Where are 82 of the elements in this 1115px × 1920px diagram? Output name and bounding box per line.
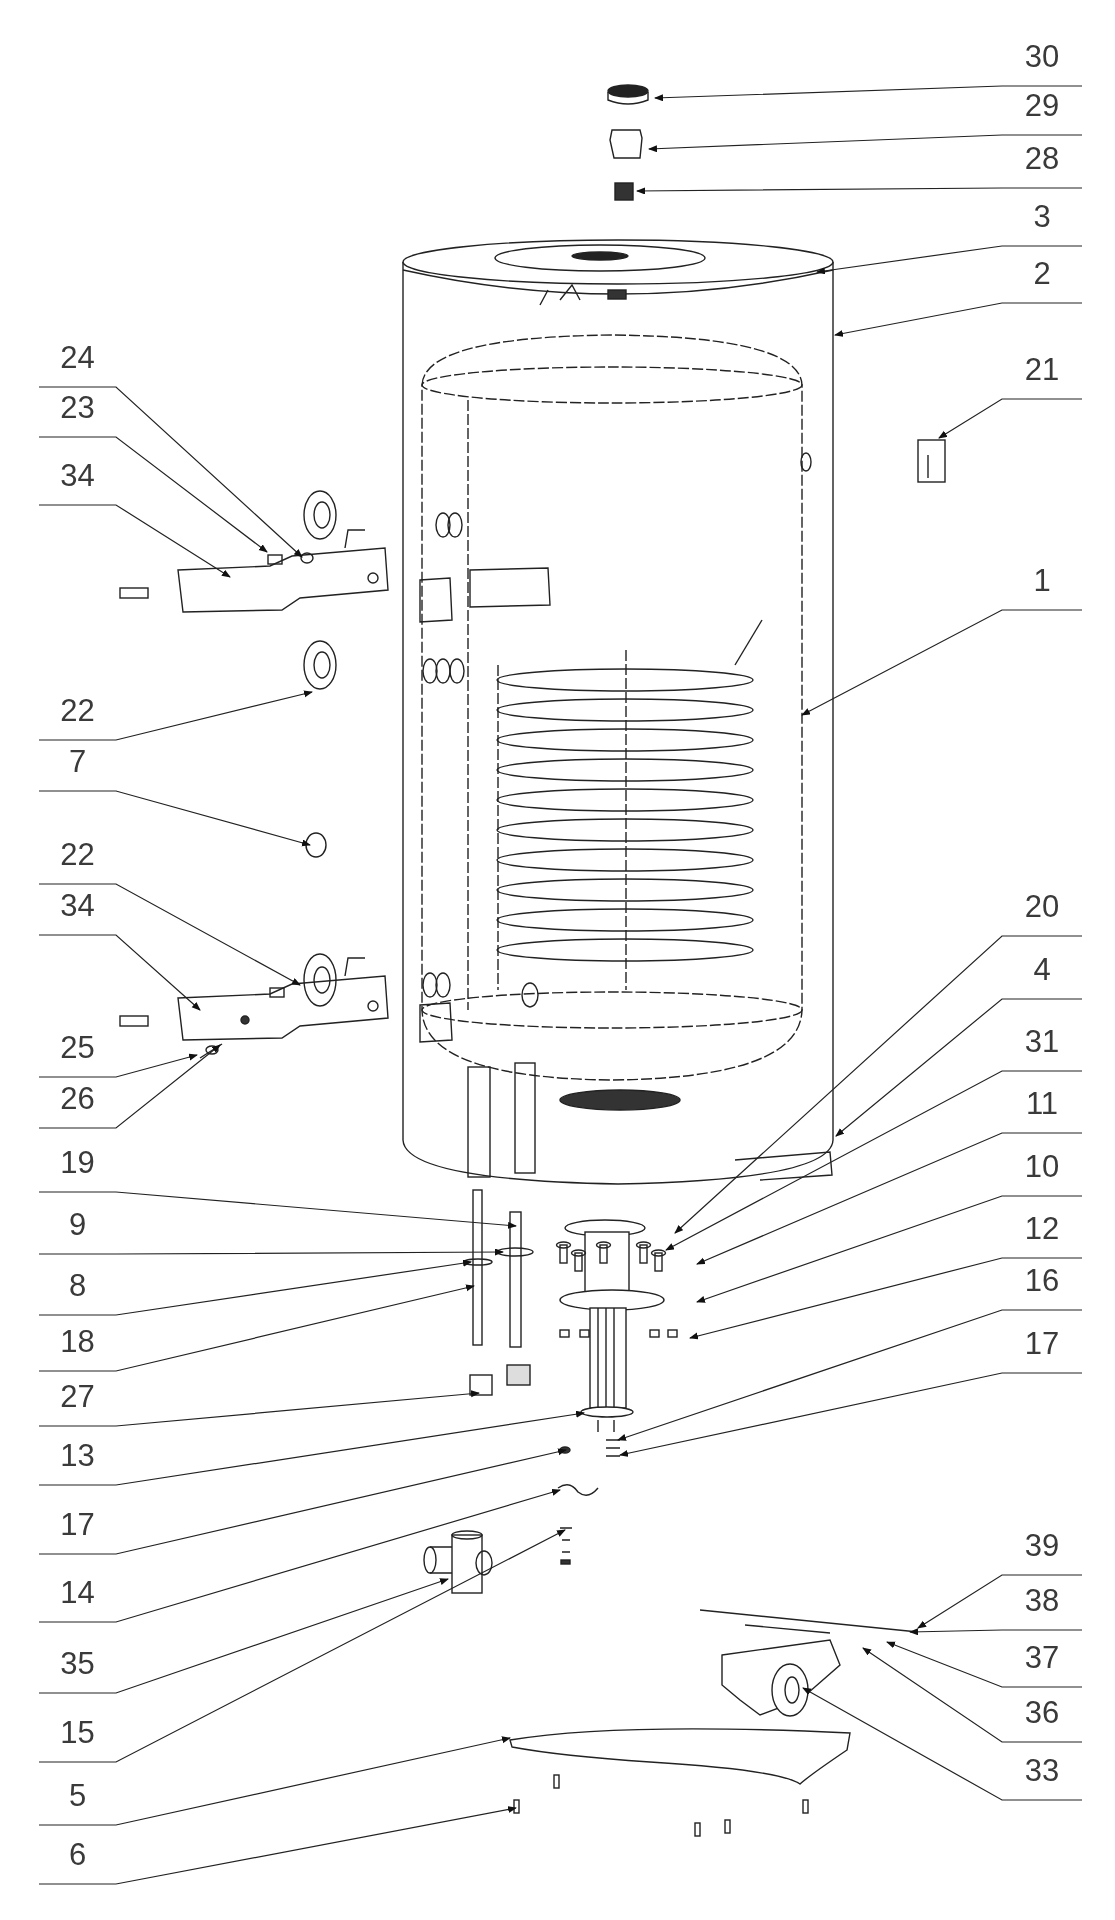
callout-number: 30 <box>1002 40 1082 86</box>
callout-number: 25 <box>39 1031 116 1077</box>
callout-number: 15 <box>39 1716 116 1762</box>
callout-number: 21 <box>1002 353 1082 399</box>
leader-line <box>38 1053 198 1078</box>
callout-number: 37 <box>1002 1641 1082 1687</box>
callout-number: 26 <box>39 1082 116 1128</box>
callout-number: 16 <box>1002 1264 1082 1310</box>
leader-line <box>665 1070 1083 1251</box>
callout-number: 17 <box>39 1508 116 1554</box>
leader-line <box>696 1195 1083 1303</box>
leader-line <box>674 935 1083 1234</box>
leader-line <box>38 1390 480 1427</box>
callout-number: 29 <box>1002 89 1082 135</box>
leader-line <box>38 436 268 553</box>
callout-number: 4 <box>1002 953 1082 999</box>
leader-line <box>909 1628 1083 1636</box>
callout-number: 20 <box>1002 890 1082 936</box>
callout-number: 23 <box>39 391 116 437</box>
leader-line <box>862 1647 1083 1743</box>
callout-number: 27 <box>39 1380 116 1426</box>
callout-number: 24 <box>39 341 116 387</box>
leader-line <box>38 1736 511 1826</box>
leader-line <box>38 1488 561 1623</box>
callout-number: 1 <box>1002 564 1082 610</box>
leader-line <box>886 1641 1083 1688</box>
callout-number: 6 <box>39 1838 116 1884</box>
callout-number: 36 <box>1002 1696 1082 1742</box>
callout-number: 39 <box>1002 1529 1082 1575</box>
callout-number: 33 <box>1002 1754 1082 1800</box>
callout-number: 31 <box>1002 1025 1082 1071</box>
callout-number: 9 <box>39 1208 116 1254</box>
leader-line <box>654 85 1083 102</box>
leader-line <box>816 245 1083 275</box>
leader-line <box>38 1044 221 1129</box>
callout-number: 22 <box>39 838 116 884</box>
callout-number: 2 <box>1002 257 1082 303</box>
leader-line <box>617 1309 1083 1441</box>
callout-number: 34 <box>39 889 116 935</box>
callout-number: 7 <box>39 745 116 791</box>
leader-line <box>38 1578 449 1694</box>
callout-number: 5 <box>39 1779 116 1825</box>
leader-line <box>38 790 311 847</box>
leader-line <box>38 1191 517 1229</box>
leader-line <box>917 1574 1083 1629</box>
callout-number: 11 <box>1002 1087 1082 1133</box>
leader-line <box>38 1259 472 1316</box>
leader-line <box>636 187 1083 195</box>
callout-number: 38 <box>1002 1584 1082 1630</box>
leader-line <box>835 998 1083 1137</box>
callout-number: 8 <box>39 1269 116 1315</box>
callout-number: 19 <box>39 1146 116 1192</box>
leader-line <box>801 609 1083 716</box>
leader-line <box>38 1529 566 1763</box>
callout-number: 10 <box>1002 1150 1082 1196</box>
leader-line <box>648 134 1083 153</box>
leader-line <box>38 1448 567 1555</box>
leader-line <box>38 1410 585 1486</box>
leader-line <box>38 1284 475 1372</box>
leader-line <box>38 883 301 986</box>
callout-number: 3 <box>1002 200 1082 246</box>
callout-number: 28 <box>1002 142 1082 188</box>
leader-line <box>802 1687 1083 1801</box>
leader-line <box>38 1806 517 1885</box>
leader-line <box>38 386 303 558</box>
leader-line <box>38 690 313 741</box>
leader-line <box>38 504 231 578</box>
callout-number: 17 <box>1002 1327 1082 1373</box>
leader-line <box>834 302 1083 337</box>
leader-line <box>938 398 1083 439</box>
leader-line <box>38 934 201 1011</box>
callout-number: 14 <box>39 1576 116 1622</box>
callout-number: 34 <box>39 459 116 505</box>
callout-number: 13 <box>39 1439 116 1485</box>
leader-line <box>619 1372 1083 1457</box>
callout-number: 22 <box>39 694 116 740</box>
callout-number: 35 <box>39 1647 116 1693</box>
leader-line <box>38 1248 504 1256</box>
callout-number: 12 <box>1002 1212 1082 1258</box>
leader-line <box>696 1132 1083 1265</box>
callout-number: 18 <box>39 1325 116 1371</box>
leader-line <box>689 1257 1083 1340</box>
